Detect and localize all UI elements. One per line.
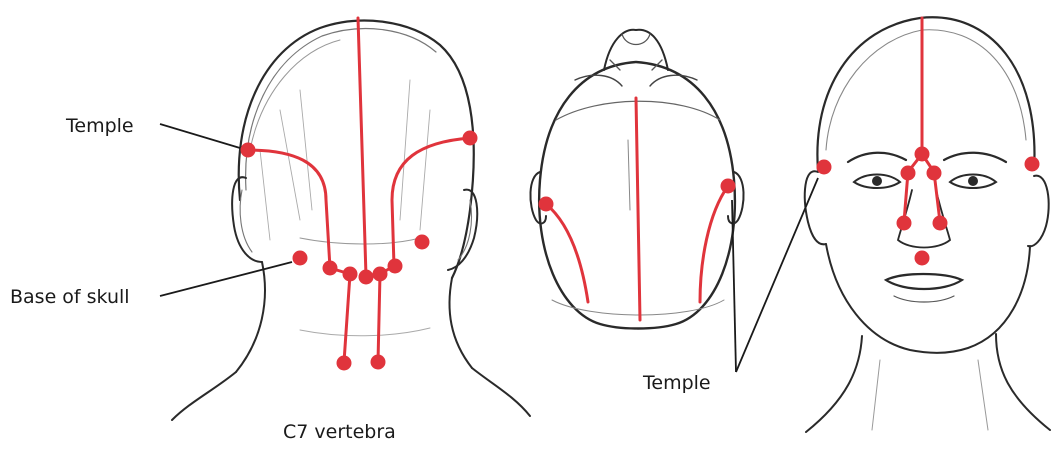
top-temple-left-dot — [539, 197, 554, 212]
front-neck-right — [996, 334, 1050, 430]
front-nose-left-dot — [897, 216, 912, 231]
front-face-figure — [805, 17, 1050, 432]
back-shoulder-left — [172, 372, 236, 420]
back-c7-dot-right — [371, 355, 386, 370]
back-head-outline — [239, 21, 474, 278]
back-neck-dot-5 — [388, 259, 403, 274]
front-nose-right-dot — [933, 216, 948, 231]
front-brow-center-dot — [915, 147, 930, 162]
back-neck-left — [236, 262, 265, 372]
back-shoulder-right — [472, 368, 530, 416]
c7-vertebra-label: C7 vertebra — [283, 423, 396, 442]
back-temple-right-dot — [463, 131, 478, 146]
back-neck-right — [449, 278, 472, 368]
back-c7-dot-left — [337, 356, 352, 371]
top-temple-right-dot — [721, 179, 736, 194]
meridian-lines — [248, 18, 940, 362]
front-right-ear — [1028, 176, 1049, 247]
back-neck-dot-3 — [359, 270, 374, 285]
back-neck-dot-1 — [323, 261, 338, 276]
top-left-line — [546, 204, 588, 302]
front-neck-left — [806, 336, 862, 432]
front-lip-dot — [915, 251, 930, 266]
leader-temple-bottom-b — [736, 178, 818, 372]
front-midline — [922, 18, 940, 222]
front-mouth — [886, 274, 962, 289]
back-neck-line-right — [378, 274, 380, 362]
front-right-brow — [944, 153, 1006, 162]
back-neck-line-left — [344, 274, 350, 362]
front-eye-inner-right-dot — [927, 166, 942, 181]
base-of-skull-label: Base of skull — [10, 288, 130, 307]
temple-label-bottom: Temple — [643, 374, 711, 393]
top-midline — [636, 98, 640, 320]
front-head-outline — [817, 17, 1034, 170]
back-right-line — [380, 138, 470, 274]
back-neck-dot-4 — [373, 267, 388, 282]
back-left-ear — [232, 177, 262, 262]
leader-temple-left — [160, 124, 240, 148]
back-right-ear — [448, 190, 477, 270]
front-left-brow — [848, 153, 906, 162]
back-base-right-dot — [415, 235, 430, 250]
front-temple-right-dot — [1025, 157, 1040, 172]
top-right-line — [700, 186, 728, 302]
back-head-figure — [172, 21, 530, 420]
leader-base-skull — [160, 262, 292, 296]
front-eye-inner-left-dot — [901, 166, 916, 181]
back-neck-dot-2 — [343, 267, 358, 282]
back-base-skull-dot — [293, 251, 308, 266]
leader-lines — [160, 124, 818, 372]
temple-label-left: Temple — [66, 117, 134, 136]
back-midline — [358, 18, 366, 276]
back-temple-left-dot — [241, 143, 256, 158]
front-temple-left-dot — [817, 160, 832, 175]
